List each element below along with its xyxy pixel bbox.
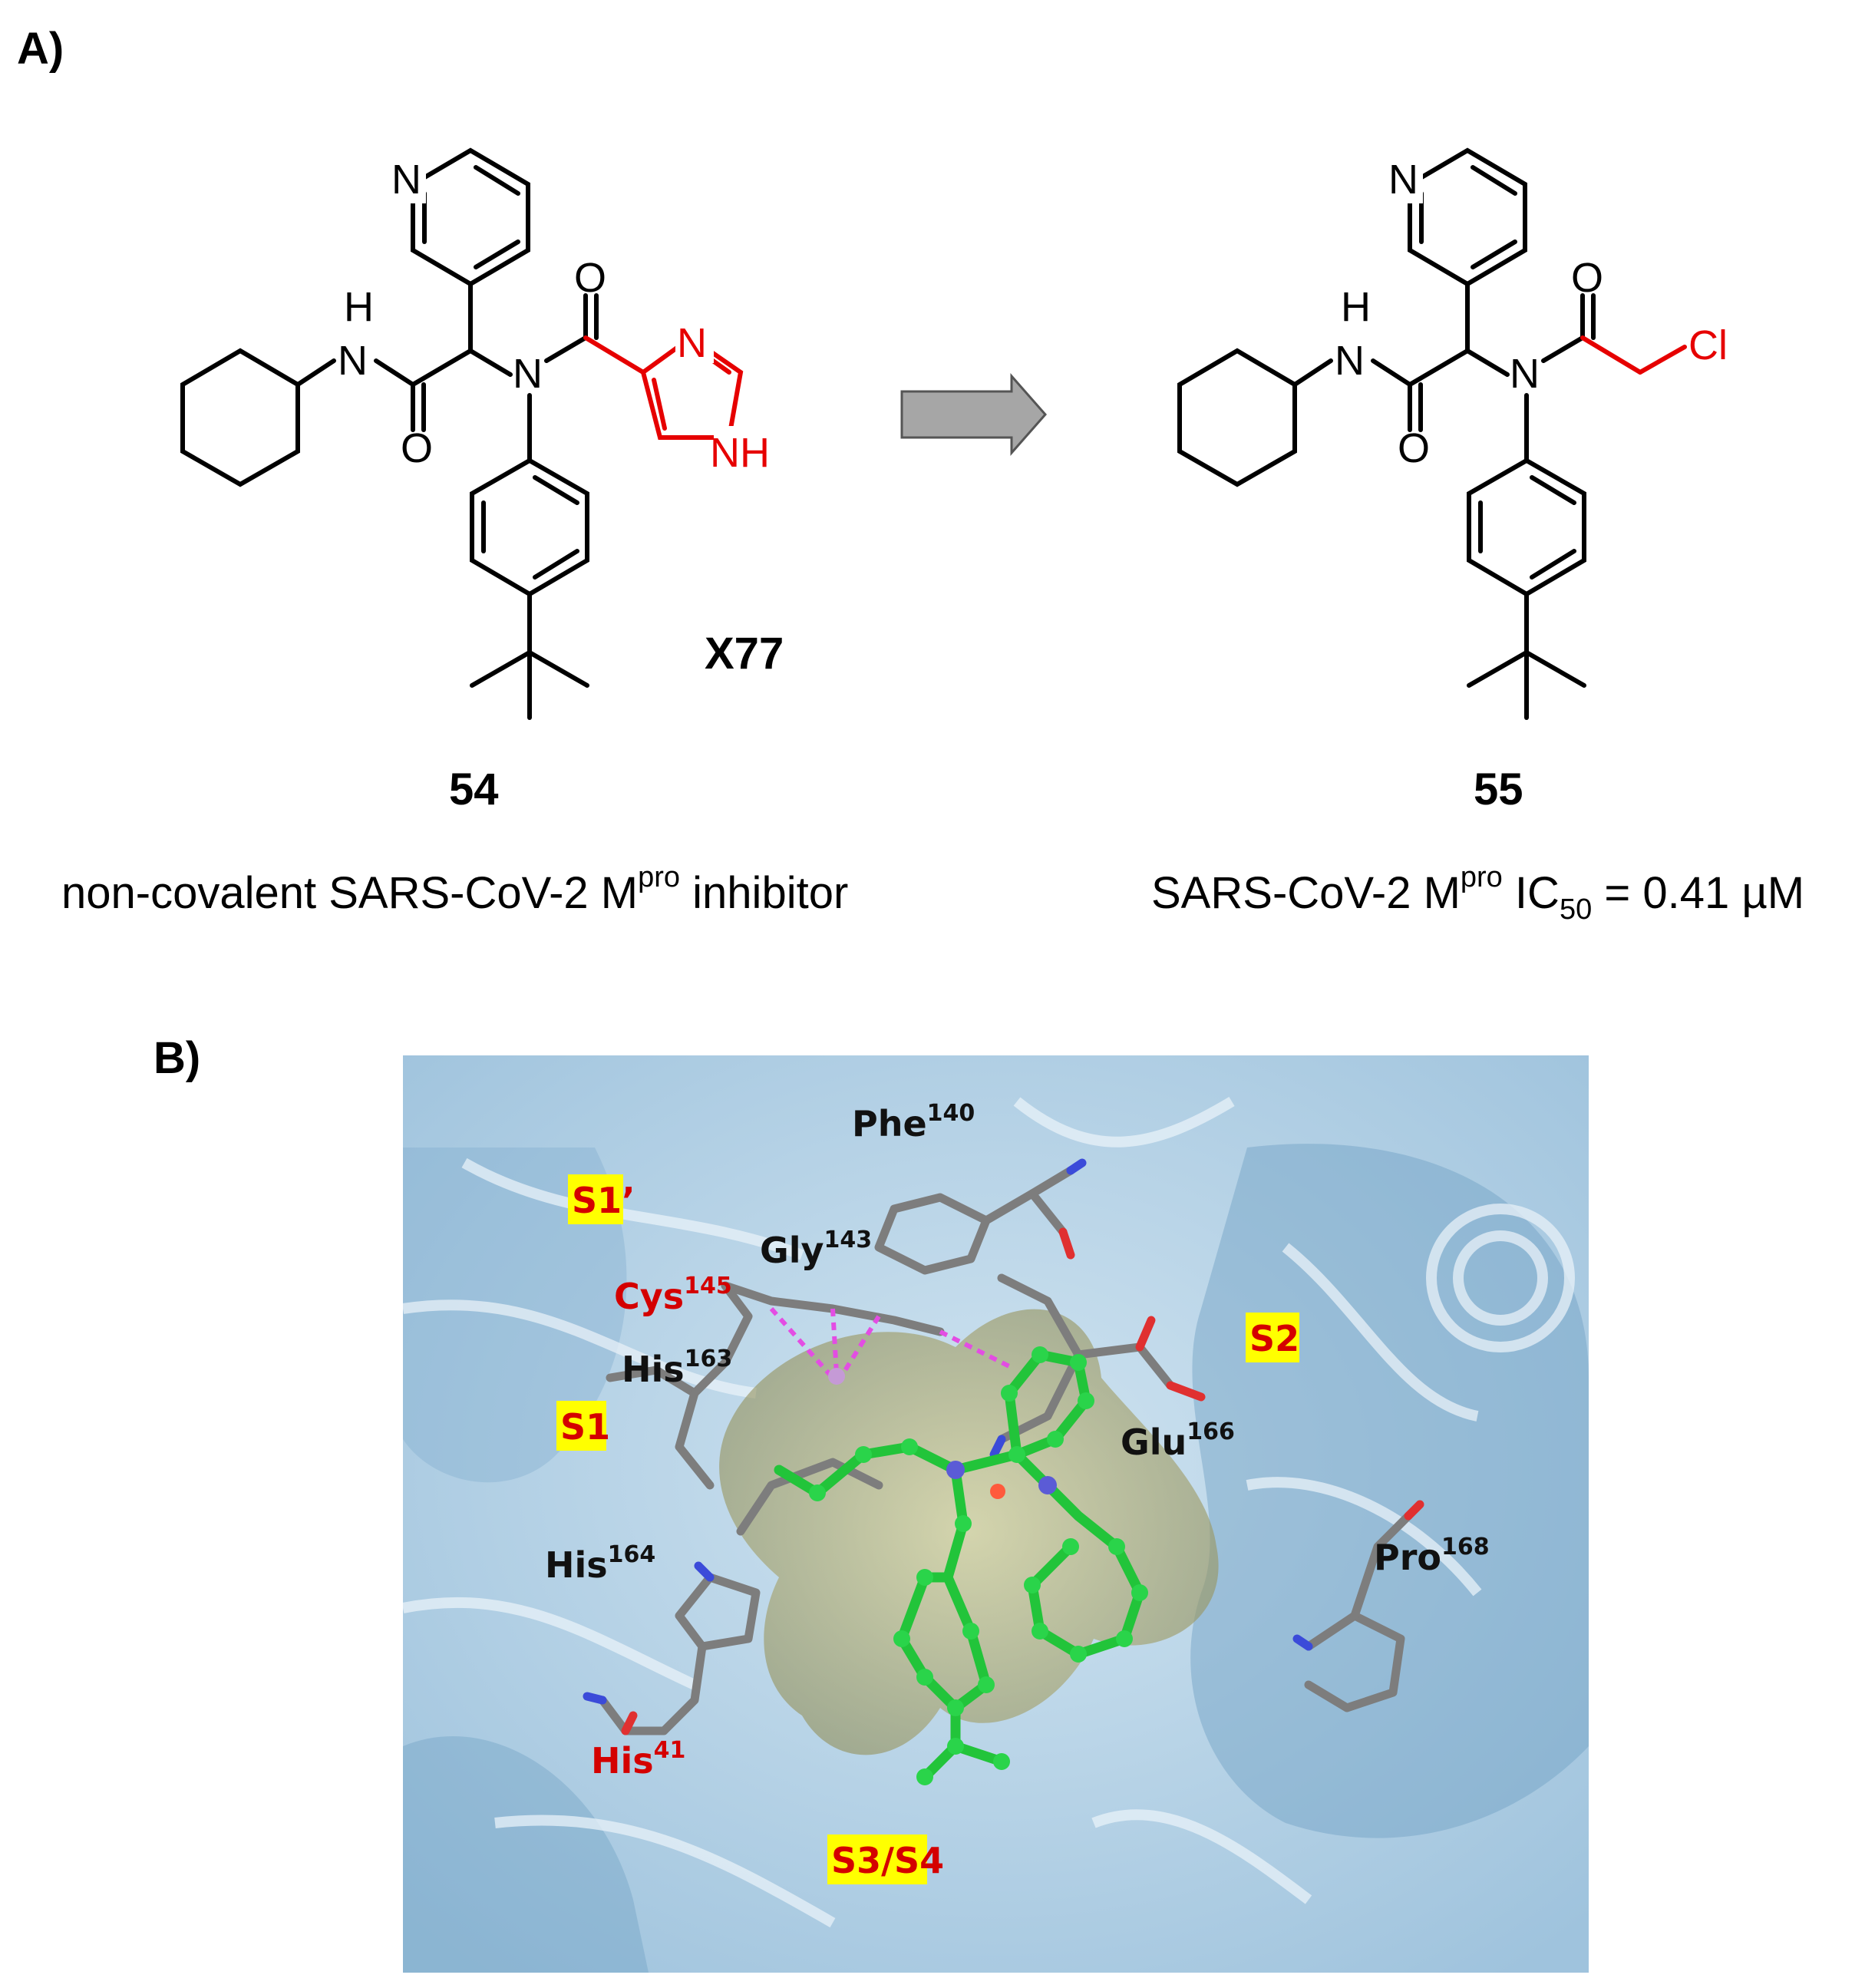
- residue-name: His: [545, 1544, 608, 1586]
- residue-name: Pro: [1374, 1537, 1441, 1578]
- residue-number: 145: [684, 1273, 732, 1299]
- pocket-label-s1prime: S1’: [572, 1180, 635, 1221]
- imidazole-n-54: N: [677, 320, 707, 366]
- ligand-pocket-surface: [719, 1309, 1219, 1755]
- caption-54: non-covalent SARS-CoV-2 Mpro inhibitor: [61, 861, 849, 918]
- protein-ribbons: [403, 1096, 1575, 1928]
- structure-55: N H O N N O Cl: [1177, 147, 1728, 720]
- amide-h-54: H: [344, 284, 374, 330]
- residue-label-glu166: Glu166: [1121, 1418, 1235, 1463]
- tertiary-n-55: N: [1510, 351, 1540, 397]
- amide-o-54: O: [401, 425, 433, 471]
- residue-number: 143: [824, 1227, 873, 1253]
- pocket-labels: S1’ S1 S2 S3/S4: [556, 1174, 1299, 1884]
- amide-h-55: H: [1341, 284, 1371, 330]
- chlorine-55: Cl: [1688, 322, 1728, 368]
- ligand-atoms: [809, 1346, 1148, 1785]
- tertiary-n-54: N: [513, 351, 543, 397]
- residue-name: Phe: [852, 1103, 927, 1144]
- residue-number: 164: [608, 1541, 656, 1568]
- pyridine-n-54: N: [391, 157, 421, 203]
- carbonyl-o-55: O: [1571, 255, 1603, 301]
- residue-number: 163: [685, 1346, 733, 1372]
- caption-55: SARS-CoV-2 Mpro IC50 = 0.41 µM: [1151, 861, 1805, 926]
- residue-name: Gly: [760, 1230, 824, 1271]
- reaction-arrow: [900, 373, 1047, 456]
- residue-name: His: [622, 1349, 685, 1390]
- residue-label-his164: His164: [545, 1541, 655, 1586]
- structure-54: N H O N N O N NH: [180, 147, 783, 720]
- residue-labels: Phe140 Gly143 Cys145 His163 Glu166 His16…: [545, 1100, 1490, 1782]
- residue-label-phe140: Phe140: [852, 1100, 975, 1144]
- imidazole-nh-54: NH: [710, 430, 770, 476]
- amide-n-55: N: [1335, 338, 1365, 384]
- residue-number: 166: [1187, 1418, 1235, 1445]
- residue-label-his163: His163: [622, 1346, 732, 1390]
- residue-label-cys145: Cys145: [614, 1273, 732, 1317]
- pocket-label-s2: S2: [1249, 1318, 1299, 1359]
- pocket-label-s3s4: S3/S4: [831, 1840, 944, 1881]
- residue-name: Glu: [1121, 1422, 1187, 1463]
- amide-n-54: N: [338, 338, 368, 384]
- residue-number: 140: [927, 1100, 975, 1127]
- phenyl-ring-54: [470, 457, 589, 597]
- pocket-label-s1: S1: [560, 1406, 610, 1448]
- residue-label-pro168: Pro168: [1374, 1534, 1490, 1578]
- residue-label-gly143: Gly143: [760, 1227, 872, 1271]
- residue-number: 41: [654, 1737, 686, 1764]
- residue-sticks: [598, 1166, 1413, 1735]
- carbonyl-o-54: O: [574, 255, 606, 301]
- residue-label-his41: His41: [591, 1737, 685, 1782]
- compound-number-55: 55: [1474, 764, 1523, 814]
- residue-number: 168: [1441, 1534, 1490, 1560]
- panel-a-label: A): [17, 24, 64, 74]
- compound-code-x77: X77: [705, 629, 784, 679]
- pyridine-ring-54: [411, 147, 530, 287]
- panel-b-label: B): [153, 1033, 201, 1083]
- cyclohexane-ring-55: [1177, 348, 1297, 487]
- pyridine-n-55: N: [1388, 157, 1418, 203]
- binding-site-render: Phe140 Gly143 Cys145 His163 Glu166 His16…: [403, 1055, 1589, 1973]
- phenyl-ring-55: [1467, 457, 1586, 597]
- residue-name: His: [591, 1740, 654, 1782]
- amide-o-55: O: [1398, 425, 1430, 471]
- panel-a-structures: N H O N N O N NH: [180, 147, 1728, 720]
- cyclohexane-ring-54: [180, 348, 300, 487]
- pyridine-ring-55: [1408, 147, 1527, 287]
- residue-name: Cys: [614, 1276, 684, 1317]
- compound-number-54: 54: [449, 764, 499, 814]
- hydrogen-bonds: [769, 1307, 1011, 1379]
